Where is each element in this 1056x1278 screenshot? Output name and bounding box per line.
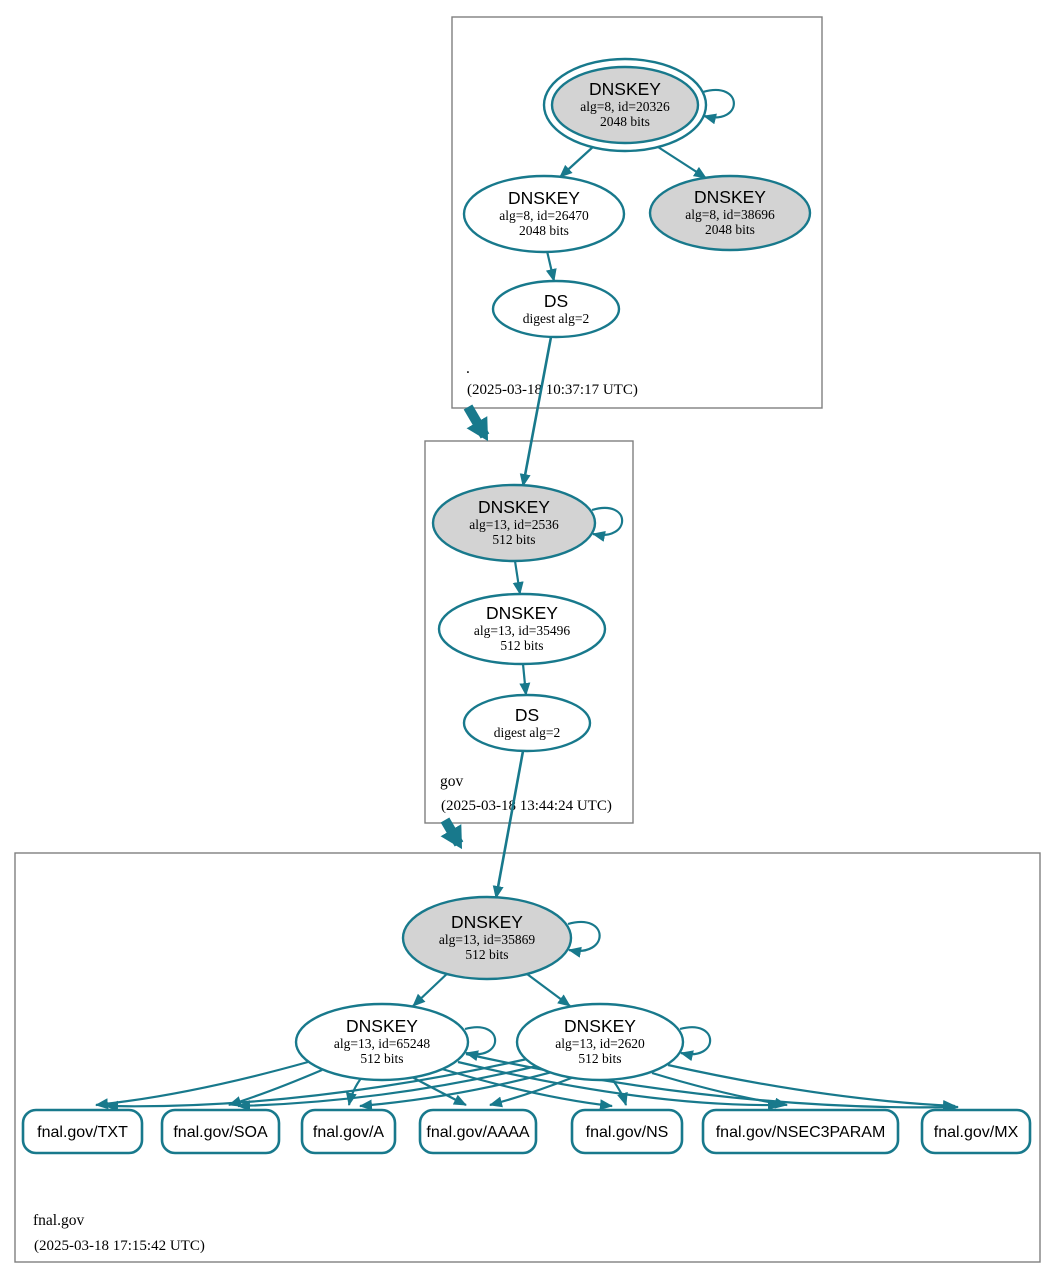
root-ksk-title: DNSKEY [589,79,661,99]
edge-fnal-zsk2-selfloop [679,1026,712,1062]
edge-root-ds-to-gov-ksk [519,336,553,487]
node-root-zsk: DNSKEY alg=8, id=26470 2048 bits [462,174,626,254]
gov-zsk-ellipse[interactable] [437,592,607,666]
edge-root-zsk-to-ds [545,250,557,282]
fnal-ksk-size: 512 bits [465,947,508,962]
edge-delegation-gov-to-fnal [440,817,464,850]
edge-zsk2-to-mx [667,1063,956,1111]
rrset-label-ns: fnal.gov/NS [586,1124,669,1141]
rrset-label-txt: fnal.gov/TXT [37,1124,128,1141]
rrset-fnal-gov-aaaa[interactable] [418,1108,538,1155]
root-key3-ellipse[interactable] [648,174,812,252]
edge-zsk1-to-aaaa [411,1076,467,1106]
rrset-fnal-gov-mx[interactable] [920,1108,1032,1155]
zone-box-fnal-gov [14,852,1041,1263]
fnal-zsk2-title: DNSKEY [564,1016,636,1036]
root-zsk-size: 2048 bits [519,223,569,238]
node-root-key3: DNSKEY alg=8, id=38696 2048 bits [648,174,812,252]
zone-timestamp-root: (2025-03-18 10:37:17 UTC) [467,382,638,398]
rrset-label-mx: fnal.gov/MX [934,1124,1019,1141]
root-zsk-ellipse[interactable] [462,174,626,254]
rrset-label-nsec3param: fnal.gov/NSEC3PARAM [716,1124,886,1141]
rrset-fnal-gov-soa[interactable] [160,1108,281,1155]
edge-fnal-ksk-to-zsk2 [522,970,571,1007]
node-root-ksk: DNSKEY alg=8, id=20326 2048 bits [542,57,708,153]
fnal-zsk2-detail: alg=13, id=2620 [555,1036,645,1051]
edge-zsk2-to-txt [105,1057,528,1112]
fnal-zsk1-ellipse[interactable] [294,1002,470,1082]
root-ksk-size: 2048 bits [600,114,650,129]
edge-gov-ksk-selfloop [591,507,624,542]
rrset-label-soa: fnal.gov/SOA [173,1124,268,1141]
fnal-zsk1-size: 512 bits [360,1051,403,1066]
node-fnal-ksk: DNSKEY alg=13, id=35869 512 bits [401,895,573,981]
edge-zsk2-to-nsec3param [651,1071,788,1109]
root-key3-title: DNSKEY [694,187,766,207]
root-ds-title: DS [544,291,568,311]
fnal-zsk2-ellipse[interactable] [515,1002,685,1082]
gov-ksk-size: 512 bits [492,532,535,547]
edge-gov-ksk-to-zsk [512,560,524,595]
root-zsk-detail: alg=8, id=26470 [499,208,589,223]
node-fnal-zsk1: DNSKEY alg=13, id=65248 512 bits [294,1002,470,1082]
root-key3-detail: alg=8, id=38696 [685,207,775,222]
zone-label-fnal-gov: fnal.gov [33,1212,84,1229]
rrset-label-aaaa: fnal.gov/AAAA [426,1124,530,1141]
node-gov-ds: DS digest alg=2 [462,693,592,753]
edge-fnal-zsk1-selfloop [464,1026,497,1062]
edge-zsk2-to-aaaa [489,1075,575,1108]
rrset-row: fnal.gov/TXT fnal.gov/SOA fnal.gov/A fna… [21,1108,1032,1155]
edge-root-ksk-to-key3 [657,146,707,179]
fnal-zsk1-title: DNSKEY [346,1016,418,1036]
fnal-ksk-title: DNSKEY [451,912,523,932]
zone-label-root: . [466,360,470,377]
edge-fnal-ksk-selfloop [567,921,601,958]
gov-zsk-detail: alg=13, id=35496 [474,623,570,638]
gov-zsk-size: 512 bits [500,638,543,653]
rrset-fnal-gov-ns[interactable] [570,1108,684,1155]
root-ds-detail: digest alg=2 [523,311,589,326]
rrset-label-a: fnal.gov/A [313,1124,384,1141]
fnal-zsk2-size: 512 bits [578,1051,621,1066]
gov-ksk-title: DNSKEY [478,497,550,517]
fnal-zsk1-detail: alg=13, id=65248 [334,1036,430,1051]
edge-fnal-ksk-to-zsk1 [412,969,452,1007]
rrset-fnal-gov-txt[interactable] [21,1108,144,1155]
zone-label-gov: gov [440,773,464,790]
edge-zsk2-to-soa [237,1064,538,1112]
zone-box-root [451,16,823,409]
root-zsk-title: DNSKEY [508,188,580,208]
fnal-ksk-detail: alg=13, id=35869 [439,932,535,947]
gov-ds-title: DS [515,705,539,725]
gov-ds-detail: digest alg=2 [494,725,560,740]
zone-timestamp-fnal-gov: (2025-03-18 17:15:42 UTC) [34,1238,205,1254]
zone-box-gov [424,440,634,824]
node-gov-ksk: DNSKEY alg=13, id=2536 512 bits [431,483,597,563]
root-key3-size: 2048 bits [705,222,755,237]
node-fnal-zsk2: DNSKEY alg=13, id=2620 512 bits [515,1002,685,1082]
root-ksk-inner-ellipse[interactable] [550,65,700,145]
fnal-ksk-ellipse[interactable] [401,895,573,981]
gov-ksk-ellipse[interactable] [431,483,597,563]
edge-zsk2-to-ns [611,1078,628,1106]
gov-ds-ellipse[interactable] [462,693,592,753]
edge-root-ksk-to-zsk [559,145,595,178]
zone-timestamp-gov: (2025-03-18 13:44:24 UTC) [441,798,612,814]
rrset-fnal-gov-nsec3param[interactable] [701,1108,900,1155]
edge-zsk1-to-mx [465,1052,959,1113]
edge-zsk1-to-txt [95,1060,309,1110]
edge-gov-ds-to-fnal-ksk [492,750,525,899]
edge-gov-zsk-to-ds [519,663,531,696]
gov-zsk-title: DNSKEY [486,603,558,623]
edge-root-ksk-selfloop [702,89,735,125]
rrset-fnal-gov-a[interactable] [300,1108,397,1155]
gov-ksk-detail: alg=13, id=2536 [469,517,559,532]
root-ds-ellipse[interactable] [491,279,621,339]
node-root-ds: DS digest alg=2 [491,279,621,339]
edge-zsk2-to-a [359,1070,553,1111]
root-ksk-detail: alg=8, id=20326 [580,99,670,114]
edge-delegation-root-to-gov [463,404,490,442]
node-gov-zsk: DNSKEY alg=13, id=35496 512 bits [437,592,607,666]
